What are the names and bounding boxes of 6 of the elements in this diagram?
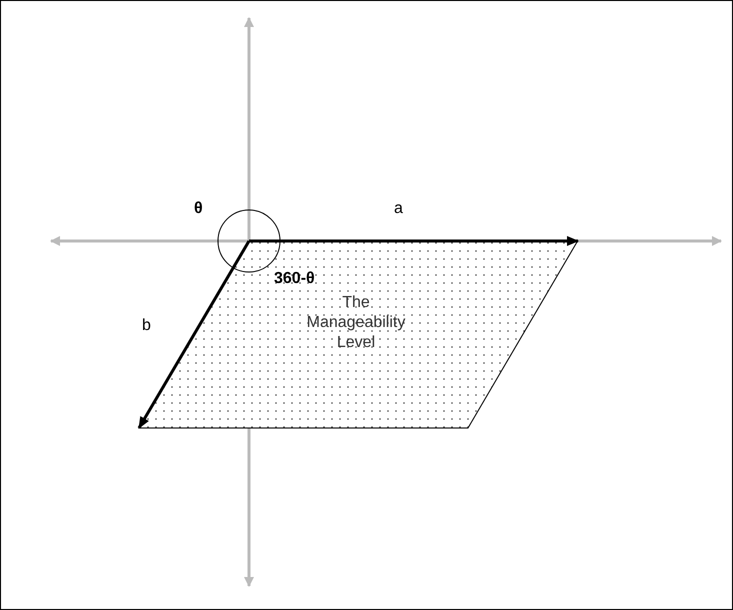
vector-label: a bbox=[394, 201, 403, 217]
parallelogram-area bbox=[138, 241, 578, 429]
angle-label: θ bbox=[194, 201, 203, 217]
angle-label: 360-θ bbox=[274, 271, 315, 287]
vector-label: b bbox=[142, 318, 151, 334]
area-label: The Manageability Level bbox=[306, 293, 406, 353]
